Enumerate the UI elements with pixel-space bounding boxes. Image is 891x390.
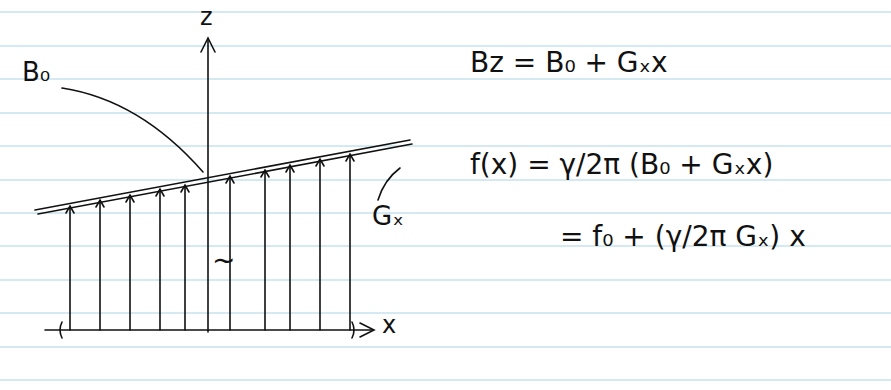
axis-label: z bbox=[200, 4, 213, 30]
field-equation: Bz = B₀ + Gₓx bbox=[470, 48, 668, 79]
frequency-equation: f(x) = γ/2π (B₀ + Gₓx) bbox=[470, 150, 773, 181]
field-label: B₀ bbox=[22, 58, 50, 87]
axis-label: x bbox=[382, 312, 396, 338]
wave-symbol: ~ bbox=[212, 246, 235, 277]
frequency-equation: = f₀ + (γ/2π Gₓ) x bbox=[560, 222, 806, 253]
gradient-label: Gₓ bbox=[372, 202, 404, 231]
